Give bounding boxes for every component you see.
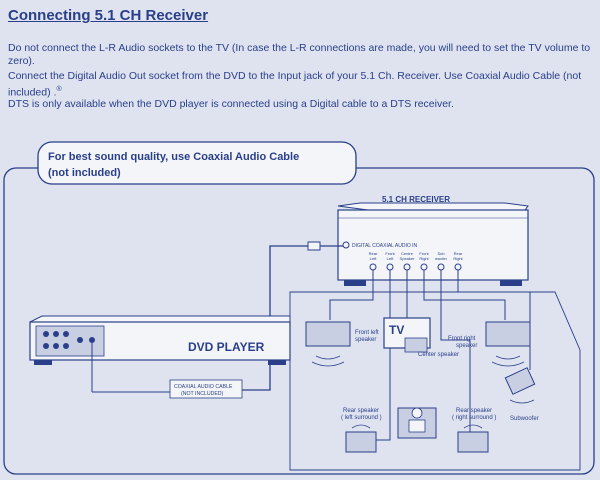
digital-in-label: DIGITAL COAXIAL AUDIO IN	[352, 243, 417, 249]
page-title: Connecting 5.1 CH Receiver	[8, 7, 209, 24]
receiver: 5.1 CH RECEIVER DIGITAL COAXIAL AUDIO IN…	[337, 195, 529, 286]
listener-seat	[397, 407, 437, 439]
room-outline	[289, 291, 581, 471]
tv-label: TV	[389, 323, 404, 337]
receiver-body	[337, 209, 529, 281]
dvd-player: DVD PLAYER COAXIAL AUDIO CABLE (NOT INCL…	[29, 315, 291, 399]
instruction-paragraph-2-text: Connect the Digital Audio Out socket fro…	[8, 70, 582, 99]
front-right-speaker: Front right speaker	[448, 321, 531, 367]
instruction-paragraph-2: Connect the Digital Audio Out socket fro…	[8, 70, 592, 100]
receiver-jack-5	[454, 263, 462, 271]
receiver-jack-label-5: Rear	[454, 251, 463, 256]
receiver-jack-sublabel-1: Left	[387, 256, 395, 261]
center-speaker-label: Center speaker	[418, 352, 459, 358]
instruction-paragraph-3: DTS is only available when the DVD playe…	[8, 98, 454, 110]
rear-left-speaker-label-1: Rear speaker	[343, 408, 379, 414]
front-right-speaker-label-1: Front right	[448, 336, 476, 342]
rear-left-speaker: Rear speaker ( left surround )	[341, 408, 382, 453]
cable-label-line-2: (NOT INCLUDED)	[181, 391, 224, 397]
callout-box: For best sound quality, use Coaxial Audi…	[37, 141, 357, 185]
front-left-speaker: Front left speaker	[305, 321, 379, 367]
television: TV Center speaker	[383, 317, 459, 358]
subwoofer-label: Subwoofer	[510, 416, 539, 422]
receiver-jack-label-4: Sub	[437, 251, 445, 256]
center-speaker-icon	[404, 337, 428, 353]
rear-right-speaker-label-1: Rear speaker	[456, 408, 492, 414]
callout-line-1: For best sound quality, use Coaxial Audi…	[48, 151, 299, 163]
receiver-jacks: RearLeftFrontLeftCentreSpeakerFrontRight…	[369, 251, 464, 271]
receiver-jack-label-0: Rear	[369, 251, 378, 256]
instruction-paragraph-1: Do not connect the L-R Audio sockets to …	[8, 42, 591, 67]
rear-right-speaker-label-2: ( right surround )	[452, 415, 496, 421]
receiver-title: 5.1 CH RECEIVER	[382, 195, 450, 204]
front-left-speaker-label-1: Front left	[355, 330, 379, 336]
receiver-jack-label-2: Centre	[401, 251, 414, 256]
front-left-speaker-label-2: speaker	[355, 337, 376, 343]
receiver-jack-sublabel-2: Speaker	[400, 256, 416, 261]
receiver-jack-sublabel-5: Right	[453, 256, 463, 261]
receiver-jack-label-3: Front	[419, 251, 429, 256]
receiver-jack-sublabel-4: woofer	[435, 256, 448, 261]
rear-left-speaker-label-2: ( left surround )	[341, 415, 382, 421]
receiver-jack-label-1: Front	[385, 251, 395, 256]
receiver-jack-0	[369, 263, 377, 271]
receiver-foot-right	[500, 280, 522, 286]
receiver-jack-sublabel-3: Right	[419, 256, 429, 261]
receiver-jack-sublabel-0: Left	[370, 256, 378, 261]
digital-coaxial-jack	[342, 241, 350, 249]
subwoofer: Subwoofer	[504, 367, 539, 422]
receiver-jack-2	[403, 263, 411, 271]
receiver-jack-4	[437, 263, 445, 271]
registered-mark: ®	[56, 86, 62, 93]
cable-label-line-1: COAXIAL AUDIO CABLE	[174, 384, 233, 390]
receiver-jack-1	[386, 263, 394, 271]
callout-line-2: (not included)	[48, 167, 121, 179]
rear-right-speaker: Rear speaker ( right surround )	[452, 408, 496, 453]
receiver-foot-left	[344, 280, 366, 286]
receiver-jack-3	[420, 263, 428, 271]
cable-plug	[307, 241, 321, 251]
cable-label-box	[169, 379, 243, 399]
front-right-speaker-label-2: speaker	[456, 343, 477, 349]
dvd-player-label: DVD PLAYER	[188, 340, 265, 354]
